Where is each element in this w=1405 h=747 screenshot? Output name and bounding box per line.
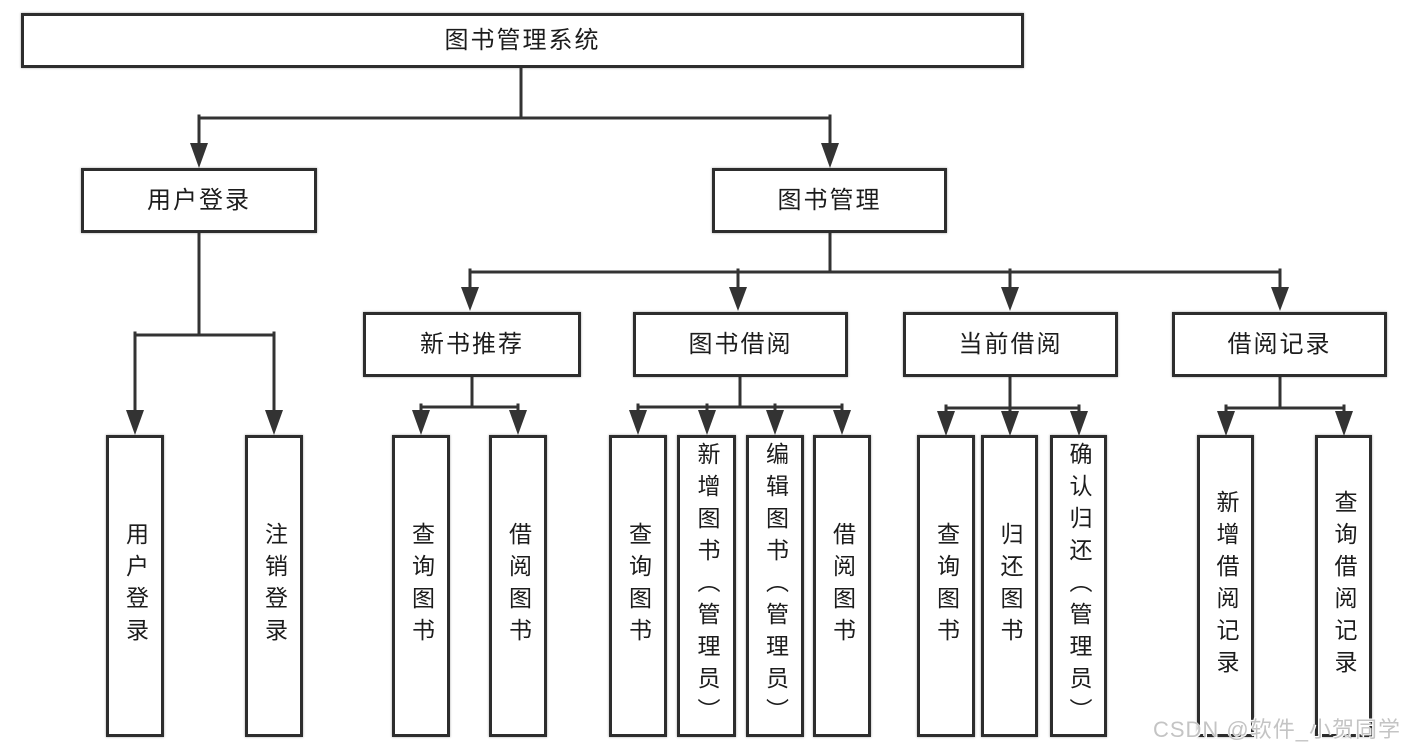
leaf-record-add-borrow-record-label: 新增借阅记录 [1213,490,1239,682]
leaf-borrow-query-book: 查询图书 [609,435,667,737]
leaf-current-return-book-label: 归还图书 [997,522,1023,650]
leaf-borrow-query-book-label: 查询图书 [625,522,652,650]
node-book-borrow-label: 图书借阅 [688,330,793,358]
leaf-current-confirm-return-admin-label: 确认归还（管理员） [1066,442,1092,730]
node-current-borrow-label: 当前借阅 [958,330,1063,358]
leaf-recommend-borrow-book-label: 借阅图书 [505,522,532,650]
leaf-current-confirm-return-admin: 确认归还（管理员） [1050,435,1107,737]
leaf-borrow-borrow-book-label: 借阅图书 [829,522,856,650]
node-borrow-record-label: 借阅记录 [1227,330,1332,358]
connector-book-management-to-level3 [461,231,1289,311]
connector-current-borrow-to-leaves [937,375,1088,436]
watermark-text: CSDN @软件_小贺同学 [1152,717,1401,742]
leaf-user-logout-label: 注销登录 [261,522,288,650]
node-book-borrow: 图书借阅 [633,312,848,377]
leaf-borrow-borrow-book: 借阅图书 [813,435,871,737]
node-current-borrow: 当前借阅 [903,312,1118,377]
leaf-record-query-borrow-record: 查询借阅记录 [1315,435,1372,737]
leaf-user-login: 用户登录 [106,435,164,737]
leaf-recommend-query-book: 查询图书 [392,435,450,737]
node-user-login-label: 用户登录 [147,186,251,214]
node-borrow-record: 借阅记录 [1172,312,1387,377]
leaf-borrow-edit-book-admin: 编辑图书（管理员） [746,435,804,737]
node-root-system-label: 图书管理系统 [444,26,601,54]
connector-user-login-to-leaves [126,231,283,435]
connector-root-to-level2 [190,66,839,168]
connector-new-book-recommend-to-leaves [412,375,527,435]
node-user-login: 用户登录 [81,168,317,233]
node-book-management: 图书管理 [712,168,947,233]
connector-borrow-record-to-leaves [1217,375,1353,436]
leaf-record-query-borrow-record-label: 查询借阅记录 [1331,490,1357,682]
node-new-book-recommend: 新书推荐 [363,312,581,377]
leaf-borrow-add-book-admin: 新增图书（管理员） [677,435,736,737]
leaf-user-logout: 注销登录 [245,435,303,737]
node-new-book-recommend-label: 新书推荐 [420,330,524,358]
leaf-borrow-add-book-admin-label: 新增图书（管理员） [694,442,720,730]
leaf-current-return-book: 归还图书 [981,435,1038,737]
leaf-current-query-book-label: 查询图书 [933,522,960,650]
leaf-recommend-query-book-label: 查询图书 [408,522,435,650]
leaf-borrow-edit-book-admin-label: 编辑图书（管理员） [762,442,789,730]
leaf-record-add-borrow-record: 新增借阅记录 [1197,435,1254,737]
leaf-current-query-book: 查询图书 [917,435,975,737]
node-root-system: 图书管理系统 [21,13,1024,68]
leaf-user-login-label: 用户登录 [122,522,149,650]
node-book-management-label: 图书管理 [777,186,882,214]
connector-book-borrow-to-leaves [629,375,851,435]
leaf-recommend-borrow-book: 借阅图书 [489,435,547,737]
